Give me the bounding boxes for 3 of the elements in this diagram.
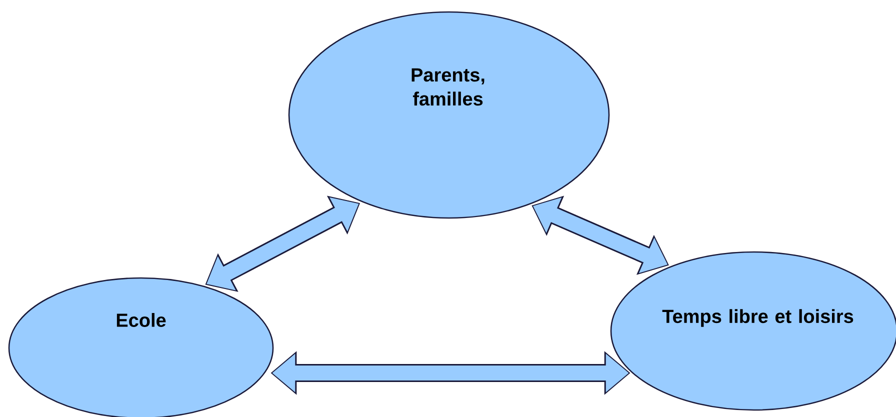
ellipse-node: Ecole <box>8 277 274 417</box>
ellipse-node: Temps libre et loisirs <box>610 251 896 411</box>
ellipse-node: Parents, familles <box>288 11 610 219</box>
